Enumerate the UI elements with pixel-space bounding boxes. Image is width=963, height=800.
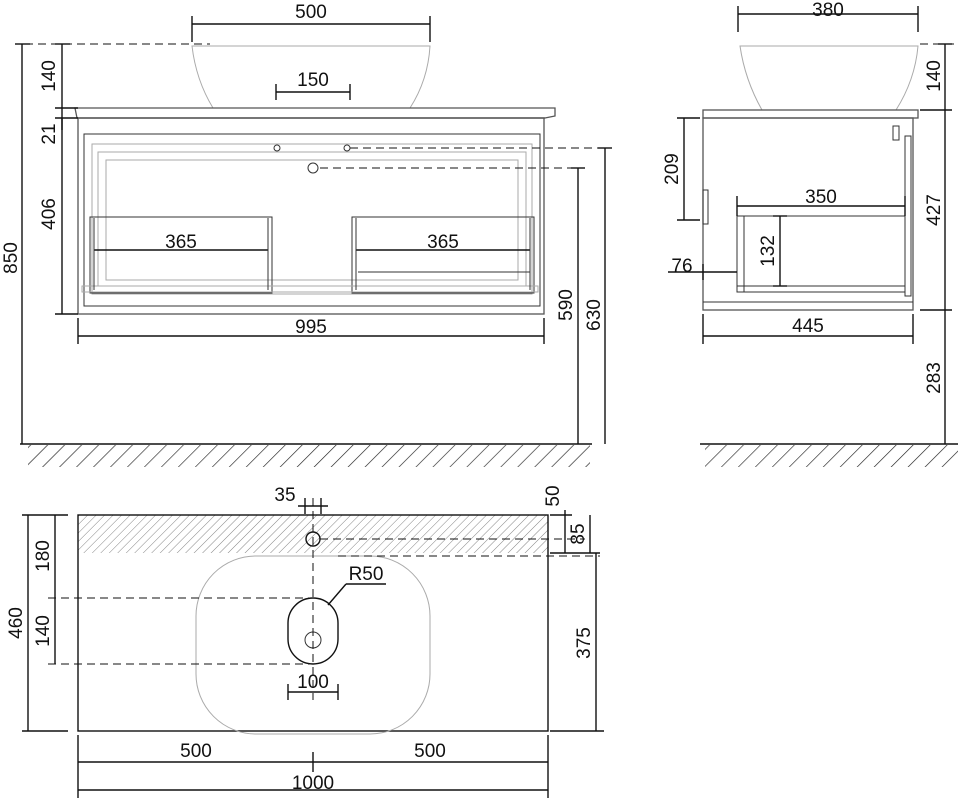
dim-front-right-heights: 590 630 [320, 147, 612, 444]
cabinet-front [77, 117, 545, 315]
svg-text:140: 140 [33, 615, 54, 647]
dim-bowl-width: 500 [191, 2, 431, 42]
dim-top-sink-depth: 375 [338, 553, 604, 732]
floor-front [20, 443, 592, 467]
svg-text:380: 380 [812, 0, 844, 21]
countertop-front [74, 107, 556, 119]
dim-top-right-offsets: 50 85 [543, 485, 600, 554]
dim-top-left: 460 180 140 [6, 514, 68, 732]
svg-text:140: 140 [924, 60, 945, 92]
dim-side-depth: 445 [702, 314, 914, 344]
svg-text:375: 375 [574, 627, 595, 659]
dim-side-inner-height: 132 [758, 215, 787, 287]
dim-top-faucet-offset: 35 [274, 485, 328, 514]
svg-text:590: 590 [556, 289, 577, 321]
svg-text:427: 427 [924, 194, 945, 226]
svg-text:500: 500 [414, 741, 446, 762]
svg-text:500: 500 [295, 2, 327, 23]
dim-top-total-width: 1000 [78, 773, 548, 794]
side-view: 380 140 427 283 209 350 [662, 0, 958, 467]
dim-drawer-left: 365 [93, 218, 269, 290]
svg-text:180: 180 [33, 540, 54, 572]
svg-text:85: 85 [568, 523, 589, 544]
svg-text:283: 283 [924, 362, 945, 394]
drain-hole-icon [307, 162, 319, 174]
front-view: 500 150 850 140 21 406 [1, 2, 612, 467]
dim-side-right-heights: 140 427 283 [920, 43, 955, 444]
svg-text:140: 140 [39, 60, 60, 92]
svg-text:500: 500 [180, 741, 212, 762]
top-view: 35 50 85 460 180 140 R50 [6, 485, 604, 798]
floor-side [700, 443, 958, 467]
dim-top-radius: R50 [327, 564, 386, 606]
svg-text:630: 630 [584, 299, 605, 331]
dim-side-inner-depth: 350 [736, 187, 906, 216]
dim-front-left-heights: 850 140 21 406 [1, 43, 210, 444]
svg-text:850: 850 [1, 242, 22, 274]
drawer-left [89, 216, 273, 294]
vessel-bowl-side [739, 45, 919, 111]
svg-text:76: 76 [671, 256, 692, 277]
dim-side-upper-drawer: 209 [662, 117, 700, 221]
svg-text:406: 406 [39, 198, 60, 230]
cabinet-side [702, 109, 919, 311]
svg-text:445: 445 [792, 316, 824, 337]
svg-text:21: 21 [39, 123, 60, 144]
dim-side-bowl-width: 380 [737, 0, 919, 32]
svg-text:365: 365 [165, 232, 197, 253]
dim-top-drain-width: 100 [287, 672, 339, 700]
dim-top-halves: 500 500 [77, 735, 549, 798]
svg-text:365: 365 [427, 232, 459, 253]
svg-text:35: 35 [274, 485, 295, 506]
faucet-hole-icon [343, 144, 351, 152]
svg-text:R50: R50 [349, 564, 384, 585]
svg-text:460: 460 [6, 607, 27, 639]
svg-text:1000: 1000 [292, 773, 334, 794]
dim-drawer-right: 365 [355, 218, 531, 290]
svg-text:995: 995 [295, 317, 327, 338]
svg-text:50: 50 [543, 485, 564, 506]
drawer-right [351, 216, 535, 294]
dim-side-offset: 76 [668, 256, 737, 280]
svg-text:100: 100 [297, 672, 329, 693]
svg-text:209: 209 [662, 153, 683, 185]
svg-text:350: 350 [805, 187, 837, 208]
svg-text:150: 150 [297, 70, 329, 91]
faucet-hole-icon [273, 144, 281, 152]
svg-text:132: 132 [758, 235, 779, 267]
dim-cabinet-width: 995 [77, 317, 545, 344]
handle-icon [702, 189, 709, 225]
dim-drain-width: 150 [275, 70, 351, 100]
